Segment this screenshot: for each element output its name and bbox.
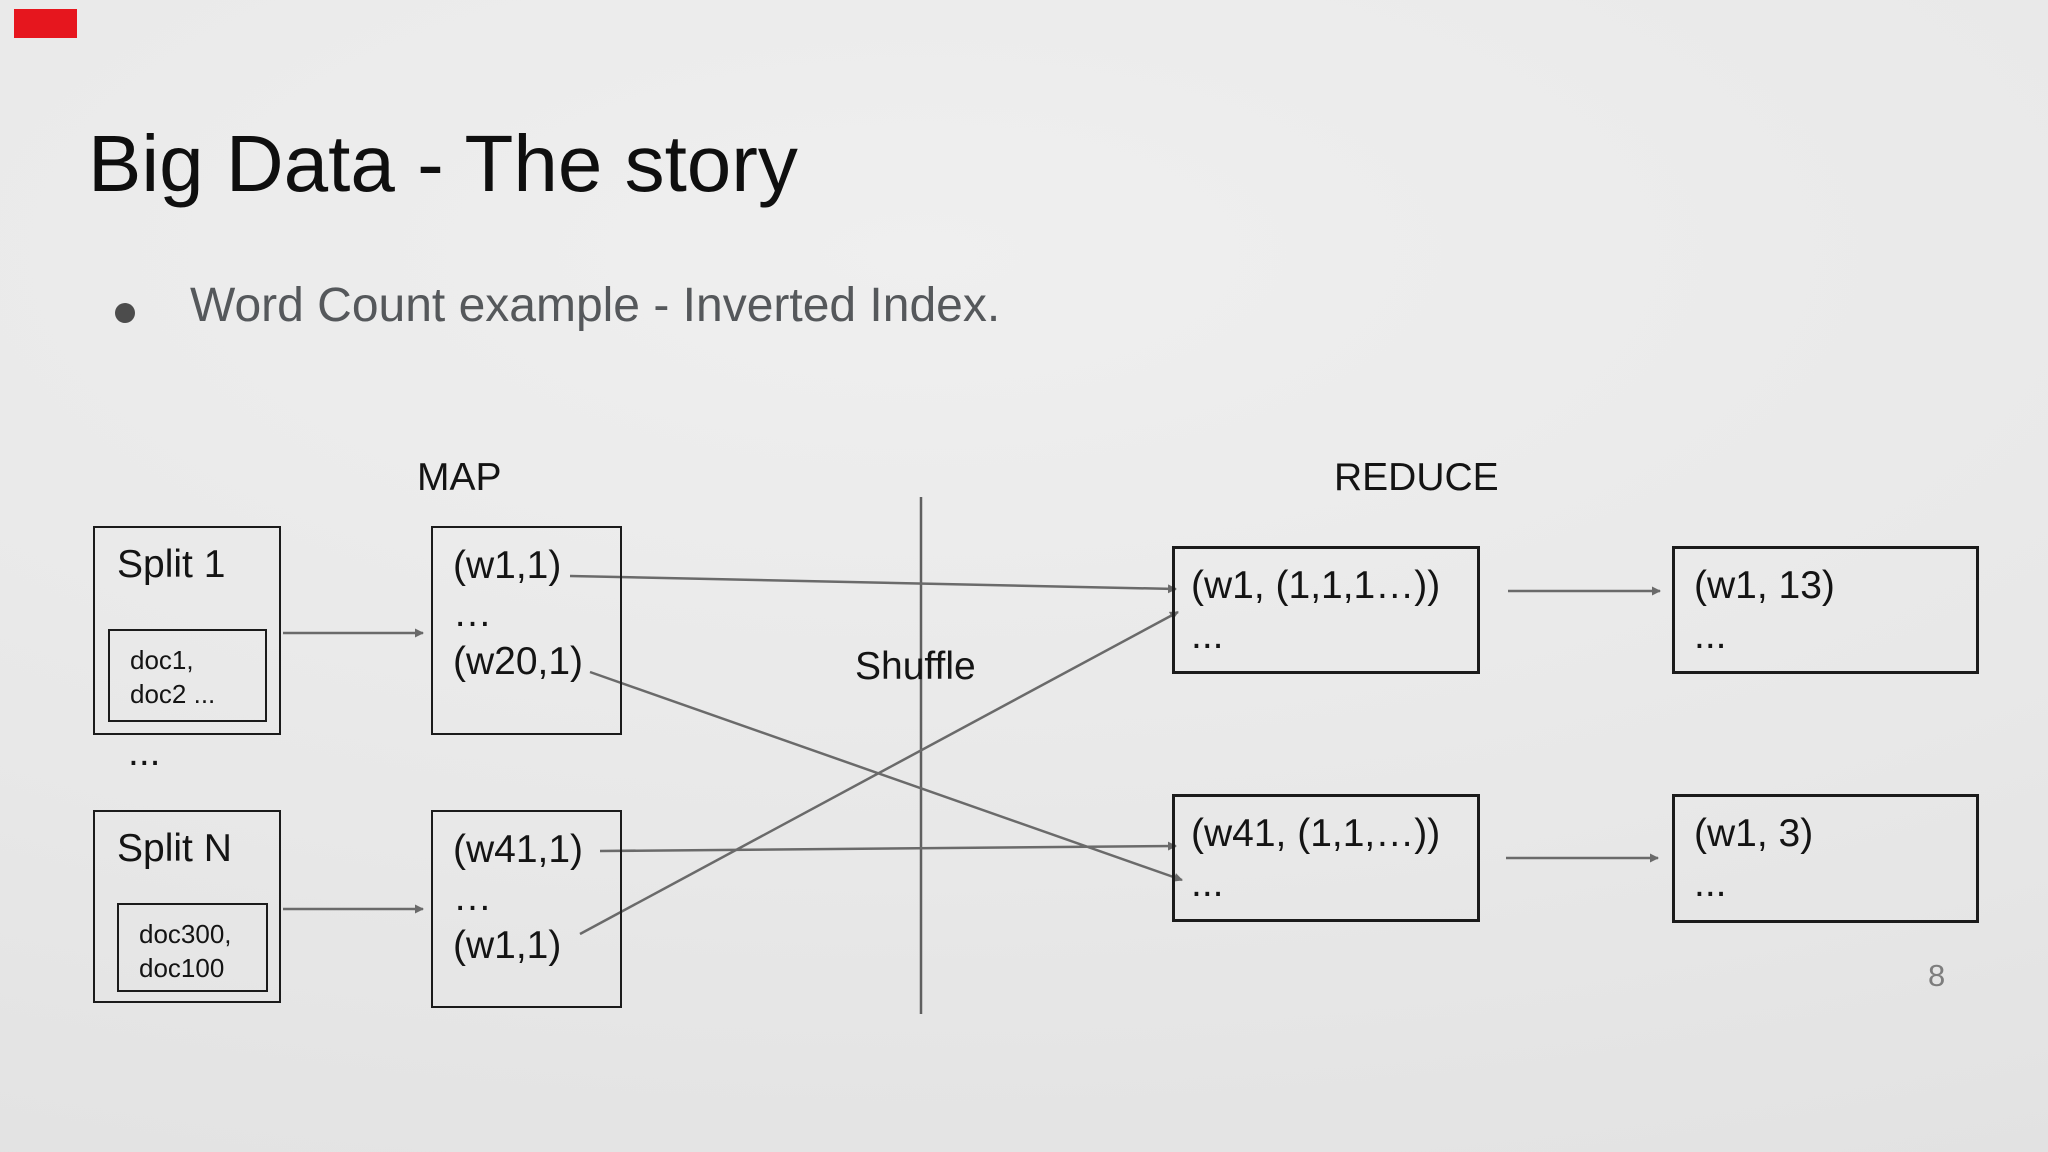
- splitN-doc-line: doc100: [139, 953, 225, 983]
- arrow-w1-map2-to-reduce1: [579, 610, 1179, 936]
- reduce2-ellipsis: ...: [1191, 862, 1224, 905]
- split1-box: Split 1 doc1, doc2 ...: [93, 526, 281, 735]
- map2-ellipsis: …: [453, 876, 492, 919]
- arrow-w41-map2-to-reduce2: [599, 841, 1177, 853]
- out1-ellipsis: ...: [1694, 614, 1727, 657]
- map1-tuple: (w1,1): [453, 544, 562, 587]
- shuffle-label: Shuffle: [855, 645, 976, 688]
- splitN-title: Split N: [117, 827, 232, 870]
- map2-tuple: (w41,1): [453, 828, 584, 871]
- map1-tuple: (w20,1): [453, 640, 584, 683]
- split1-docs-box: doc1, doc2 ...: [108, 629, 267, 722]
- bullet-icon: [115, 303, 135, 323]
- map2-tuple: (w1,1): [453, 924, 562, 967]
- split1-title: Split 1: [117, 543, 226, 586]
- split1-doc-line: doc1,: [130, 645, 194, 675]
- map1-output-box: (w1,1) … (w20,1): [431, 526, 622, 735]
- page-number: 8: [1928, 958, 1946, 993]
- reduce2-input-box: (w41, (1,1,…)) ...: [1172, 794, 1480, 922]
- out2-ellipsis: ...: [1694, 862, 1727, 905]
- reduce2-tuple: (w41, (1,1,…)): [1191, 812, 1441, 855]
- splitN-box: Split N doc300, doc100: [93, 810, 281, 1003]
- reduce1-input-box: (w1, (1,1,1…)) ...: [1172, 546, 1480, 674]
- arrow-w20-map1-to-reduce2: [589, 670, 1183, 882]
- split1-doc-line: doc2 ...: [130, 679, 216, 709]
- reduce-label: REDUCE: [1334, 456, 1499, 499]
- reduce1-output-box: (w1, 13) ...: [1672, 546, 1979, 674]
- splits-ellipsis: ...: [128, 731, 161, 774]
- out1-tuple: (w1, 13): [1694, 564, 1835, 607]
- splitN-docs-box: doc300, doc100: [117, 903, 268, 992]
- out2-tuple: (w1, 3): [1694, 812, 1814, 855]
- reduce1-tuple: (w1, (1,1,1…)): [1191, 564, 1441, 607]
- reduce2-output-box: (w1, 3) ...: [1672, 794, 1979, 923]
- bullet-text: Word Count example - Inverted Index.: [190, 279, 1001, 332]
- page-title: Big Data - The story: [88, 119, 798, 208]
- map2-output-box: (w41,1) … (w1,1): [431, 810, 622, 1008]
- red-marker-bar: [14, 9, 77, 38]
- map-label: MAP: [417, 456, 502, 499]
- splitN-doc-line: doc300,: [139, 919, 232, 949]
- map1-ellipsis: …: [453, 592, 492, 635]
- reduce1-ellipsis: ...: [1191, 614, 1224, 657]
- arrow-w1-map1-to-reduce1: [569, 574, 1177, 594]
